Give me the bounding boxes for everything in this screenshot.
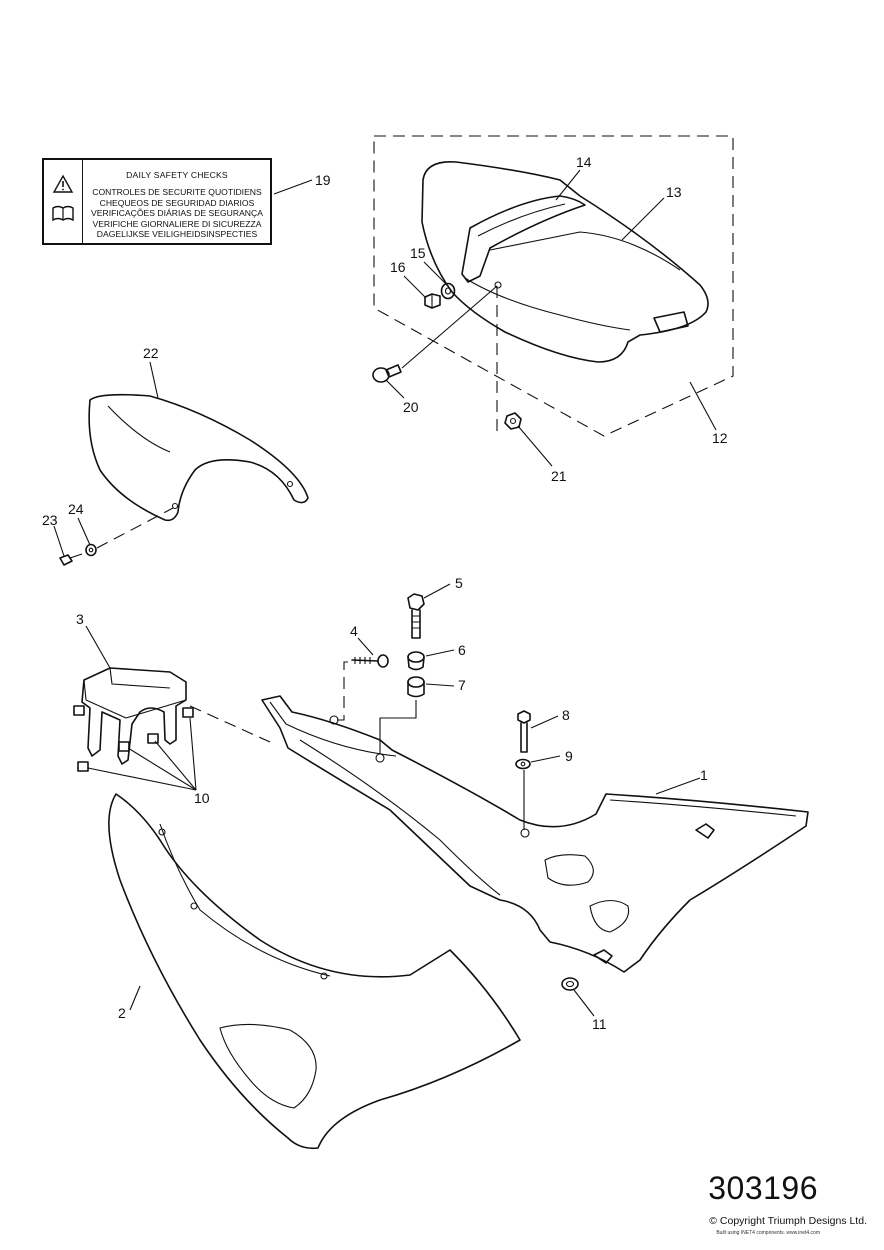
- label-text-block: DAILY SAFETY CHECKS CONTROLES DE SECURIT…: [84, 160, 270, 243]
- leader-4: [357, 637, 374, 656]
- clip-nut-4: [77, 761, 89, 772]
- leader-15: [423, 261, 447, 285]
- leader-21: [517, 425, 553, 467]
- washer-15: [440, 282, 456, 300]
- clip-nut-2: [182, 707, 194, 718]
- callout-23: 23: [42, 512, 58, 528]
- bracket-to-panel-line: [189, 705, 271, 743]
- label-icon-column: [44, 160, 83, 243]
- seat: [421, 161, 709, 363]
- washer-24: [85, 543, 97, 557]
- leader-10d: [87, 767, 197, 791]
- screw-4: [351, 654, 389, 668]
- leader-24: [77, 517, 91, 546]
- leader-20: [385, 379, 405, 399]
- leader-10b: [154, 740, 197, 791]
- seat-strap: [461, 195, 586, 283]
- callout-24: 24: [68, 501, 84, 517]
- leader-10c: [189, 717, 197, 791]
- leader-14: [555, 169, 581, 201]
- label-line-fr: CONTROLES DE SECURITE QUOTIDIENS: [92, 187, 262, 198]
- label-line-pt: VERIFICAÇÕES DIÁRIAS DE SEGURANÇA: [91, 208, 263, 219]
- callout-15: 15: [410, 245, 426, 261]
- open-book-icon: [52, 205, 74, 222]
- seat-stud-hole: [494, 281, 502, 289]
- label-title: DAILY SAFETY CHECKS: [126, 170, 228, 180]
- bolt-8: [517, 710, 531, 753]
- leader-11: [573, 989, 595, 1017]
- callout-5: 5: [455, 575, 463, 591]
- callout-7: 7: [458, 677, 466, 693]
- side-panel: [261, 695, 809, 973]
- callout-8: 8: [562, 707, 570, 723]
- leader-3: [85, 625, 111, 669]
- leader-19: [273, 179, 313, 195]
- callout-6: 6: [458, 642, 466, 658]
- label-line-es: CHEQUEOS DE SEGURIDAD DIARIOS: [99, 197, 255, 208]
- callout-1: 1: [700, 767, 708, 783]
- callout-2: 2: [118, 1005, 126, 1021]
- callout-11: 11: [592, 1016, 607, 1032]
- callout-4: 4: [350, 623, 358, 639]
- mounting-bracket: [81, 667, 187, 765]
- grommet-11: [561, 977, 579, 991]
- leader-12: [689, 381, 717, 431]
- washer-9: [515, 758, 531, 770]
- lower-panel: [108, 793, 521, 1150]
- leader-8: [530, 715, 559, 729]
- callout-19: 19: [315, 172, 331, 188]
- callout-20: 20: [403, 399, 419, 415]
- daily-safety-checks-label: DAILY SAFETY CHECKS CONTROLES DE SECURIT…: [42, 158, 272, 245]
- label-line-nl: DAGELIJKSE VEILIGHEIDSINSPECTIES: [96, 229, 258, 240]
- seat-cowl: [88, 393, 309, 522]
- leader-13: [621, 197, 665, 241]
- grommet-7: [407, 676, 425, 698]
- clip-nut-3: [147, 733, 159, 744]
- bolt-16: [424, 293, 441, 309]
- clip-nut-5: [118, 741, 130, 752]
- callout-12: 12: [712, 430, 728, 446]
- callout-21: 21: [551, 468, 567, 484]
- grommet7-fixing-line: [379, 700, 417, 754]
- leader-2: [129, 985, 141, 1011]
- leader-9: [530, 755, 561, 763]
- bolt-20: [372, 364, 402, 383]
- label-line-it: VERIFICHE GIORNALIERE DI SICUREZZA: [92, 218, 262, 229]
- leader-6: [425, 649, 455, 657]
- leader-16: [403, 275, 427, 299]
- clip-nut-1: [73, 705, 85, 716]
- built-by-notice: Built using INET4 components. www.inet4.…: [716, 1230, 820, 1236]
- bolt-5: [407, 593, 425, 639]
- leader-10a: [127, 747, 197, 791]
- callout-13: 13: [666, 184, 682, 200]
- screw-23: [59, 553, 83, 566]
- screw4-fixing-line: [334, 661, 348, 721]
- callout-10: 10: [194, 790, 210, 806]
- callout-22: 22: [143, 345, 159, 361]
- cowl-fixing-line: [96, 507, 174, 549]
- leader-7: [425, 683, 455, 687]
- leader-1: [655, 777, 701, 795]
- leader-23: [53, 525, 65, 557]
- diagram-reference-number: 303196: [708, 1170, 818, 1206]
- copyright-notice: © Copyright Triumph Designs Ltd.: [709, 1215, 867, 1227]
- seat-assembly-dashed-outline: [373, 135, 734, 437]
- callout-16: 16: [390, 259, 406, 275]
- callout-3: 3: [76, 611, 84, 627]
- warning-triangle-icon: [52, 174, 74, 193]
- spacer-6: [407, 651, 425, 671]
- callout-9: 9: [565, 748, 573, 764]
- leader-5: [423, 583, 451, 599]
- seat-fixing-line: [401, 285, 498, 369]
- callout-14: 14: [576, 154, 592, 170]
- leader-22: [149, 361, 159, 399]
